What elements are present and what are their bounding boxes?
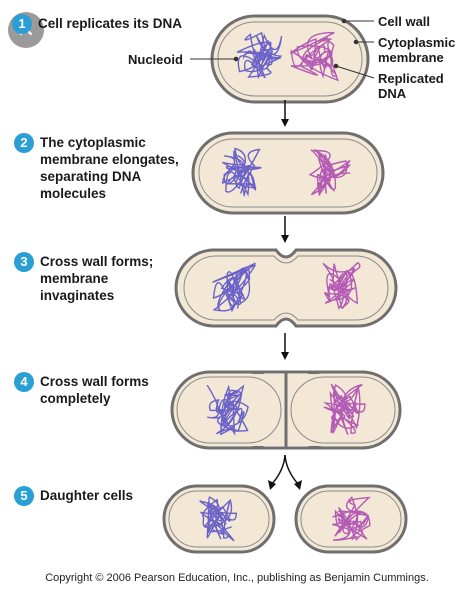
dna-strand: [206, 384, 249, 436]
dna-tangle: [206, 384, 249, 436]
dna-strand: [308, 148, 352, 196]
dna-strand: [212, 262, 256, 313]
step-3-badge: 3: [14, 252, 34, 272]
step-1-text: Cell replicates its DNA: [38, 16, 183, 31]
arrow-split: [268, 454, 302, 490]
dna-tangle: [221, 147, 262, 197]
cell-step-2: [191, 131, 385, 215]
dna-strand: [221, 147, 262, 197]
cell-step-1: [210, 14, 370, 104]
dna-tangle: [323, 383, 366, 435]
arrow-down-2: [281, 216, 289, 243]
dna-tangle: [199, 496, 237, 542]
step-4-text: Cross wall forms completely: [40, 374, 149, 406]
copyright-text: Copyright © 2006 Pearson Education, Inc.…: [45, 572, 429, 584]
replicated-dna-pink: [289, 31, 339, 82]
step-3-text: Cross wall forms; membrane invaginates: [40, 254, 154, 303]
step-4-badge: 4: [14, 372, 34, 392]
step-1-badge: 1: [12, 14, 32, 34]
replicated-dna-label: Replicated DNA: [378, 71, 444, 101]
dna-strand: [322, 261, 361, 310]
cell-wall-label: Cell wall: [378, 14, 431, 29]
step-2-badge: 2: [14, 133, 34, 153]
dna-strand: [323, 383, 366, 435]
step-5-badge: 5: [14, 486, 34, 506]
dna-tangle: [212, 262, 256, 313]
step-5-text: Daughter cells: [40, 488, 134, 503]
step-2-text: The cytoplasmic membrane elongates, sepa…: [40, 135, 179, 201]
label-leaders: [190, 18, 375, 79]
dna-tangle: [308, 148, 352, 196]
nucleoid-dna-blue: [236, 31, 283, 80]
dna-strand: [289, 31, 339, 82]
cytoplasmic-membrane-label: Cytoplasmic membrane: [378, 35, 456, 65]
dna-strand: [331, 496, 371, 541]
cell-step-3: [174, 248, 398, 328]
dna-strand: [199, 496, 237, 542]
dna-tangle: [331, 496, 371, 541]
dna-tangle: [322, 261, 361, 310]
dna-strand: [236, 31, 283, 80]
arrow-down-3: [281, 333, 289, 360]
nucleoid-label: Nucleoid: [128, 52, 183, 67]
cell-step-5: [162, 484, 408, 554]
cell-step-4: [170, 370, 402, 450]
arrow-down-1: [281, 100, 289, 127]
